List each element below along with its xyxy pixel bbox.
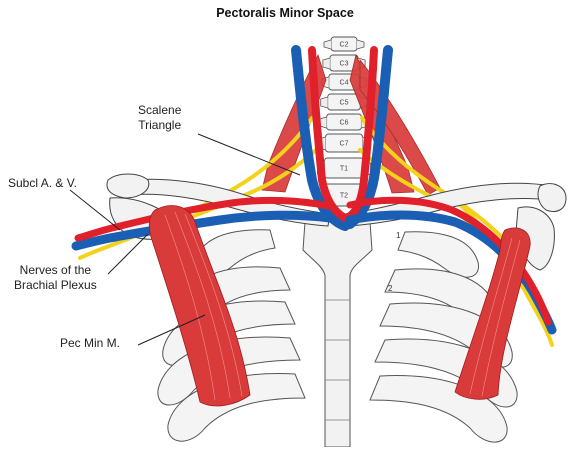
sternum: [303, 216, 372, 447]
vertebra-label: C5: [340, 100, 349, 107]
transverse-process: [357, 40, 364, 49]
vertebra-label: C7: [340, 141, 349, 148]
label-pec-minor-muscle: Pec Min M.: [60, 336, 120, 351]
diagram-title: Pectoralis Minor Space: [0, 6, 570, 20]
transverse-process: [321, 97, 328, 108]
label-scalene-triangle: Scalene Triangle: [138, 103, 181, 133]
vertebra-label: T1: [340, 166, 348, 173]
vertebra-label: C6: [340, 120, 349, 127]
rib-number-1: 1: [396, 231, 401, 240]
rib-number-2: 2: [388, 284, 393, 293]
acromion-right: [538, 184, 566, 212]
vertebra-label: C2: [340, 42, 349, 49]
vertebra-label: C4: [340, 80, 349, 87]
label-brachial-plexus-nerves: Nerves of the Brachial Plexus: [14, 263, 97, 293]
label-subclavian-vessels: Subcl A. & V.: [8, 176, 77, 191]
transverse-process: [324, 40, 331, 49]
vertebra-label: T2: [340, 193, 348, 200]
vertebra-label: C3: [340, 61, 349, 68]
transverse-process: [323, 58, 330, 69]
